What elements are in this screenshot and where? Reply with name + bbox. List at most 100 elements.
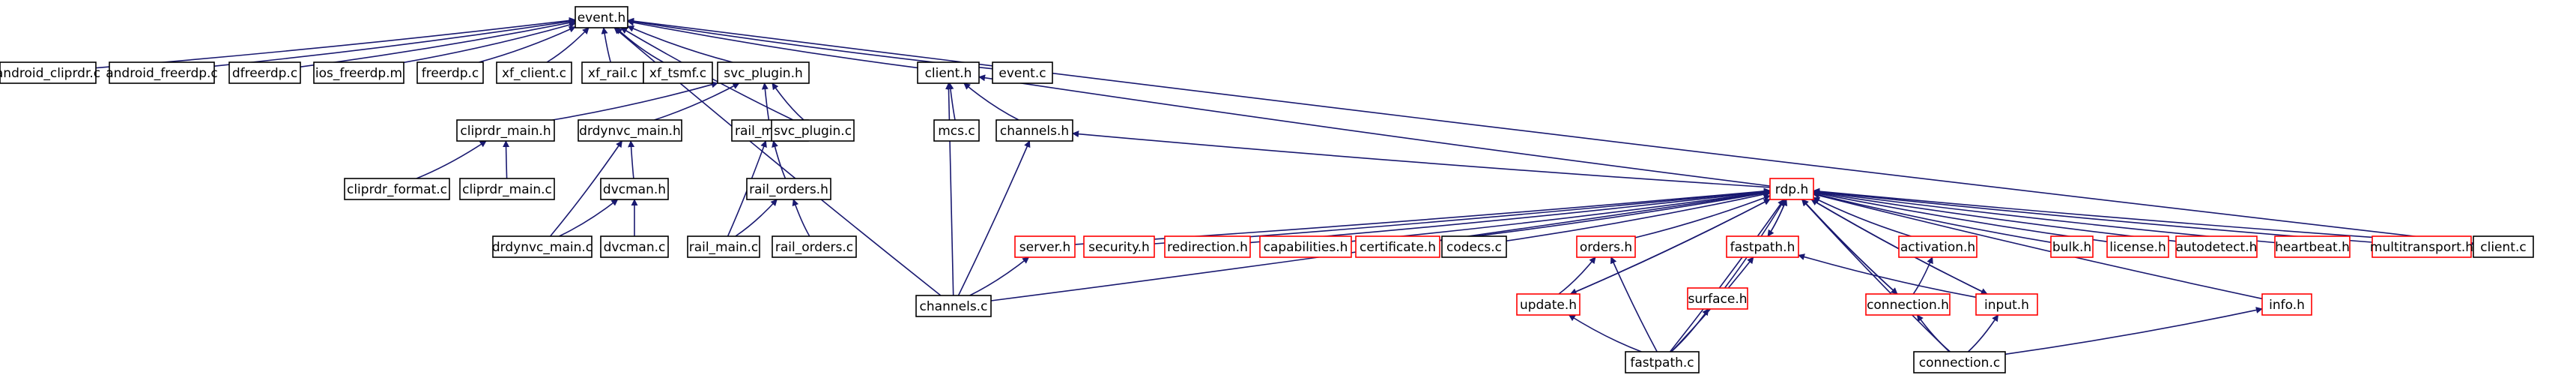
node-autodetect-h[interactable]: autodetect.h xyxy=(2175,236,2258,258)
node-box xyxy=(1576,236,1636,258)
node-label: svc_plugin.c xyxy=(774,124,852,139)
edge-svc_plugin_h-to-event_h xyxy=(627,26,733,63)
node-activation-h[interactable]: activation.h xyxy=(1898,236,1978,258)
node-channels-h[interactable]: channels.h xyxy=(995,119,1073,142)
node-box xyxy=(772,236,857,258)
node-label: cliprdr_main.h xyxy=(460,124,551,139)
node-label: orders.h xyxy=(1580,240,1632,255)
node-box xyxy=(2473,236,2534,258)
node-label: android_freerdp.c xyxy=(106,66,218,81)
node-fastpath-h[interactable]: fastpath.h xyxy=(1726,236,1799,258)
node-label: client.h xyxy=(925,66,972,81)
node-box xyxy=(1355,236,1440,258)
edge-freerdp_c-to-event_h xyxy=(478,26,576,63)
edge-connection_c-to-input_h xyxy=(1967,314,1999,352)
node-multitransport-h[interactable]: multitransport.h xyxy=(2370,236,2473,258)
node-certificate-h[interactable]: certificate.h xyxy=(1355,236,1440,258)
node-android-freerdp-c[interactable]: android_freerdp.c xyxy=(106,62,218,84)
node-heartbeat-h[interactable]: heartbeat.h xyxy=(2274,236,2351,258)
node-ios-freerdp-m[interactable]: ios_freerdp.m xyxy=(313,62,404,84)
node-box xyxy=(687,236,760,258)
edge-fastpath_c-to-orders_h xyxy=(1610,256,1658,352)
node-box xyxy=(2050,236,2094,258)
node-drdynvc-main-c[interactable]: drdynvc_main.c xyxy=(492,236,593,258)
node-rail-orders-h[interactable]: rail_orders.h xyxy=(746,178,831,200)
node-cliprdr-main-h[interactable]: cliprdr_main.h xyxy=(456,119,555,142)
edge-client_h-to-event_h xyxy=(627,19,918,69)
edge-info_h-to-rdp_h xyxy=(1813,192,2263,300)
node-android-cliprdr-c[interactable]: android_cliprdr.c xyxy=(0,62,100,84)
node-capabilities-h[interactable]: capabilities.h xyxy=(1259,236,1352,258)
node-box xyxy=(1441,236,1507,258)
node-label: input.h xyxy=(1984,298,2029,313)
node-client-c[interactable]: client.c xyxy=(2473,236,2534,258)
edge-fastpath_c-to-update_h xyxy=(1568,314,1642,352)
edge-channels_h-to-client_h xyxy=(963,82,1019,121)
node-orders-h[interactable]: orders.h xyxy=(1576,236,1636,258)
node-box xyxy=(917,62,980,84)
node-channels-c[interactable]: channels.c xyxy=(915,295,992,317)
node-label: capabilities.h xyxy=(1264,240,1348,255)
node-box xyxy=(492,236,593,258)
node-dvcman-h[interactable]: dvcman.h xyxy=(600,178,669,200)
node-redirection-h[interactable]: redirection.h xyxy=(1164,236,1251,258)
node-xf-client-c[interactable]: xf_client.c xyxy=(496,62,572,84)
node-label: update.h xyxy=(1520,298,1577,313)
edge-connection_h-to-activation_h xyxy=(1912,256,1933,295)
node-label: xf_tsmf.c xyxy=(649,66,706,81)
node-xf-tsmf-c[interactable]: xf_tsmf.c xyxy=(643,62,713,84)
edge-rail_main_c-to-rail_orders_h xyxy=(735,199,778,237)
edge-client_c-to-event_h xyxy=(627,17,2474,244)
node-fastpath-c[interactable]: fastpath.c xyxy=(1625,351,1700,374)
edge-channels_c-to-channels_h xyxy=(957,140,1031,296)
node-info-h[interactable]: info.h xyxy=(2261,293,2312,316)
node-box xyxy=(228,62,301,84)
node-box xyxy=(2175,236,2258,258)
node-client-h[interactable]: client.h xyxy=(917,62,980,84)
node-input-h[interactable]: input.h xyxy=(1975,293,2038,316)
node-dfreerdp-c[interactable]: dfreerdp.c xyxy=(228,62,301,84)
node-rail-main-c[interactable]: rail_main.c xyxy=(687,236,760,258)
node-box xyxy=(575,6,628,28)
node-box xyxy=(1726,236,1799,258)
node-drdynvc-main-h[interactable]: drdynvc_main.h xyxy=(578,119,682,142)
node-svc-plugin-c[interactable]: svc_plugin.c xyxy=(771,119,855,142)
node-xf-rail-c[interactable]: xf_rail.c xyxy=(581,62,644,84)
node-surface-h[interactable]: surface.h xyxy=(1687,287,1748,310)
edge-svc_plugin_c-to-svc_plugin_h xyxy=(772,82,804,121)
node-label: ios_freerdp.m xyxy=(315,66,402,81)
node-update-h[interactable]: update.h xyxy=(1516,293,1581,316)
node-event-c[interactable]: event.c xyxy=(992,62,1053,84)
node-mcs-c[interactable]: mcs.c xyxy=(933,119,980,142)
node-box xyxy=(992,62,1053,84)
node-box xyxy=(1865,293,1951,316)
edge-input_h-to-fastpath_h xyxy=(1798,254,1977,298)
node-codecs-c[interactable]: codecs.c xyxy=(1441,236,1507,258)
node-box xyxy=(915,295,992,317)
node-connection-c[interactable]: connection.c xyxy=(1913,351,2006,374)
edge-heartbeat_h-to-rdp_h xyxy=(1813,188,2276,244)
node-box xyxy=(1083,236,1155,258)
node-rdp-h[interactable]: rdp.h xyxy=(1769,178,1814,200)
node-box xyxy=(313,62,404,84)
node-license-h[interactable]: license.h xyxy=(2106,236,2169,258)
edge-activation_h-to-rdp_h xyxy=(1813,196,1912,237)
node-svc-plugin-h[interactable]: svc_plugin.h xyxy=(717,62,810,84)
node-box xyxy=(344,178,450,200)
node-label: event.c xyxy=(998,66,1046,81)
node-connection-h[interactable]: connection.h xyxy=(1865,293,1951,316)
node-box xyxy=(1687,287,1748,310)
node-rail-orders-c[interactable]: rail_orders.c xyxy=(772,236,857,258)
node-security-h[interactable]: security.h xyxy=(1083,236,1155,258)
node-server-h[interactable]: server.h xyxy=(1014,236,1076,258)
node-label: autodetect.h xyxy=(2176,240,2258,255)
node-box xyxy=(1259,236,1352,258)
node-cliprdr-format-c[interactable]: cliprdr_format.c xyxy=(344,178,450,200)
node-dvcman-c[interactable]: dvcman.c xyxy=(600,236,669,258)
node-label: rdp.h xyxy=(1775,182,1808,197)
edge-channels_c-to-server_h xyxy=(969,256,1030,296)
node-freerdp-c[interactable]: freerdp.c xyxy=(416,62,484,84)
node-bulk-h[interactable]: bulk.h xyxy=(2050,236,2094,258)
node-box xyxy=(0,62,97,84)
node-cliprdr-main-c[interactable]: cliprdr_main.c xyxy=(459,178,555,200)
